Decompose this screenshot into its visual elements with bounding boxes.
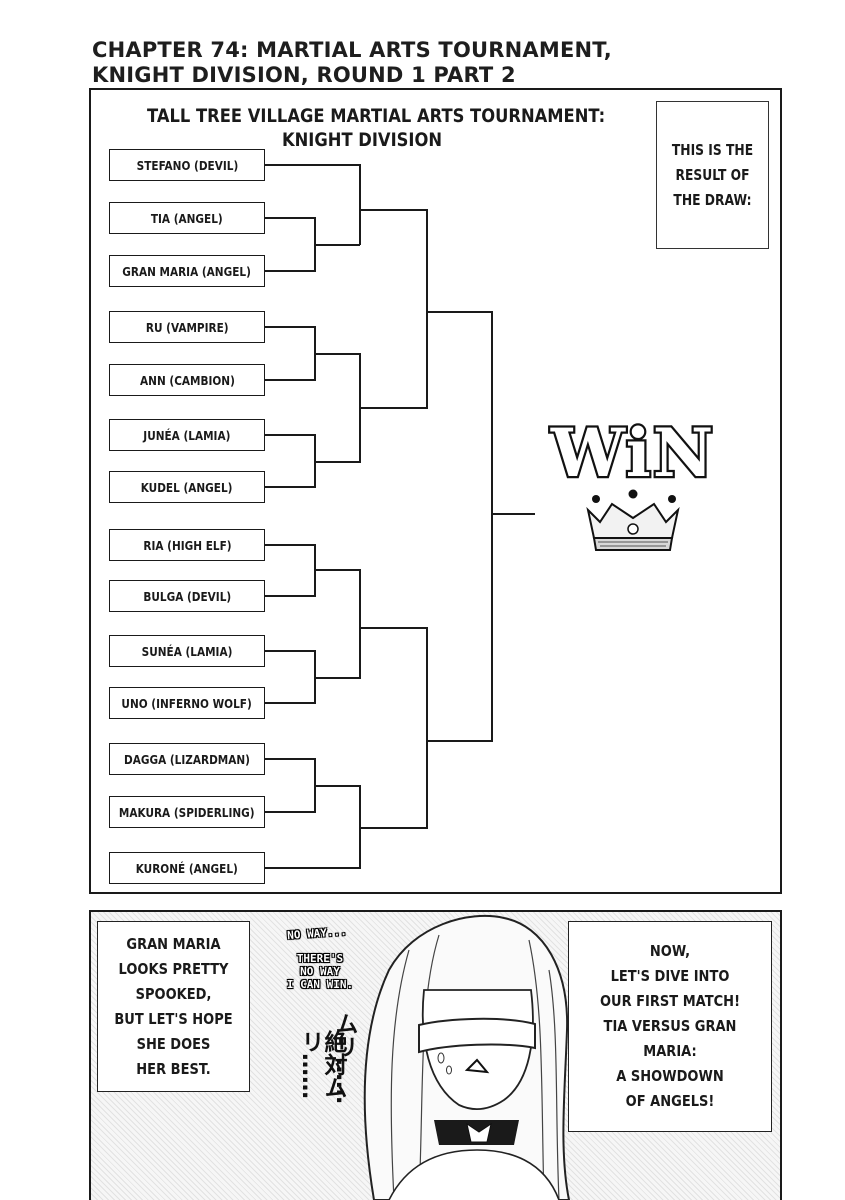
- bracket-line: [360, 627, 428, 741]
- bracket-line: [265, 544, 316, 597]
- narration-box-left: GRAN MARIA LOOKS PRETTY SPOOKED, BUT LET…: [97, 921, 250, 1092]
- whisper-cant-win: THERE'S NO WAY I CAN WIN.: [286, 952, 354, 991]
- bracket-line: [265, 785, 361, 869]
- bracket-line: [265, 326, 316, 381]
- entry-stefano: STEFANO (DEVIL): [109, 149, 265, 181]
- entry-tia: TIA (ANGEL): [109, 202, 265, 234]
- entry-ria: RIA (HIGH ELF): [109, 529, 265, 561]
- entry-label: DAGGA (LIZARDMAN): [124, 751, 250, 767]
- bracket-line: [265, 758, 316, 813]
- narration-box-right: NOW, LET'S DIVE INTO OUR FIRST MATCH! TI…: [568, 921, 772, 1132]
- narration-left-text: GRAN MARIA LOOKS PRETTY SPOOKED, BUT LET…: [114, 934, 233, 1078]
- entry-uno: UNO (INFERNO WOLF): [109, 687, 265, 719]
- entry-ann: ANN (CAMBION): [109, 364, 265, 396]
- entry-label: UNO (INFERNO WOLF): [121, 695, 253, 711]
- bracket-line: [360, 312, 428, 409]
- chapter-title: CHAPTER 74: MARTIAL ARTS TOURNAMENT, KNI…: [92, 38, 812, 88]
- bracket-line: [265, 650, 316, 704]
- entry-label: STEFANO (DEVIL): [136, 157, 238, 173]
- narration-right-text: NOW, LET'S DIVE INTO OUR FIRST MATCH! TI…: [599, 942, 741, 1110]
- crown-icon: [586, 489, 680, 551]
- bracket-line: [315, 569, 361, 628]
- bracket-title: TALL TREE VILLAGE MARTIAL ARTS TOURNAMEN…: [147, 104, 606, 152]
- bracket-line: [360, 209, 428, 312]
- bracket-line: [315, 408, 361, 463]
- entry-sunea: SUNÉA (LAMIA): [109, 635, 265, 667]
- entry-label: KURONÉ (ANGEL): [135, 860, 239, 876]
- bracket-line: [315, 628, 361, 679]
- entry-ru: RU (VAMPIRE): [109, 311, 265, 343]
- bracket-line: [360, 741, 428, 829]
- bracket-title-line-2: KNIGHT DIVISION: [281, 129, 443, 151]
- bracket-line: [265, 217, 316, 272]
- entry-label: ANN (CAMBION): [139, 372, 235, 388]
- entry-label: KUDEL (ANGEL): [141, 479, 233, 495]
- entry-label: MAKURA (SPIDERLING): [119, 804, 255, 820]
- entry-label: GRAN MARIA (ANGEL): [122, 263, 252, 279]
- entry-dagga: DAGGA (LIZARDMAN): [109, 743, 265, 775]
- entry-junea: JUNÉA (LAMIA): [109, 419, 265, 451]
- bracket-line: [427, 514, 493, 742]
- entry-makura: MAKURA (SPIDERLING): [109, 796, 265, 828]
- bracket-title-line-1: TALL TREE VILLAGE MARTIAL ARTS TOURNAMEN…: [147, 105, 606, 127]
- entry-label: RU (VAMPIRE): [145, 319, 229, 335]
- chapter-title-line-2: KNIGHT DIVISION, ROUND 1 PART 2: [92, 63, 516, 87]
- jp-column-1: ムリ……: [331, 1012, 357, 1104]
- bracket-line: [315, 353, 361, 408]
- jp-column-2: 絶対ムリ……: [297, 1030, 346, 1099]
- entry-label: BULGA (DEVIL): [143, 588, 231, 604]
- entry-label: TIA (ANGEL): [151, 210, 223, 226]
- bracket-line: [427, 311, 493, 514]
- entry-label: RIA (HIGH ELF): [142, 537, 232, 553]
- bracket-line: [265, 434, 316, 488]
- japanese-sfx: ムリ…… 絶対ムリ……: [292, 1012, 372, 1162]
- entry-kurone: KURONÉ (ANGEL): [109, 852, 265, 884]
- win-emblem: WiN: [548, 412, 715, 551]
- entry-label: SUNÉA (LAMIA): [141, 643, 233, 659]
- chapter-title-line-1: CHAPTER 74: MARTIAL ARTS TOURNAMENT,: [92, 38, 612, 62]
- win-label: WiN: [550, 414, 715, 492]
- draw-caption-text: THIS IS THE RESULT OF THE DRAW:: [671, 140, 754, 209]
- entry-bulga: BULGA (DEVIL): [109, 580, 265, 612]
- entry-gran-maria: GRAN MARIA (ANGEL): [109, 255, 265, 287]
- bracket-line: [265, 164, 361, 210]
- entry-label: JUNÉA (LAMIA): [143, 427, 231, 443]
- character-illustration: [363, 914, 571, 1200]
- entry-kudel: KUDEL (ANGEL): [109, 471, 265, 503]
- draw-caption-box: THIS IS THE RESULT OF THE DRAW:: [656, 101, 769, 249]
